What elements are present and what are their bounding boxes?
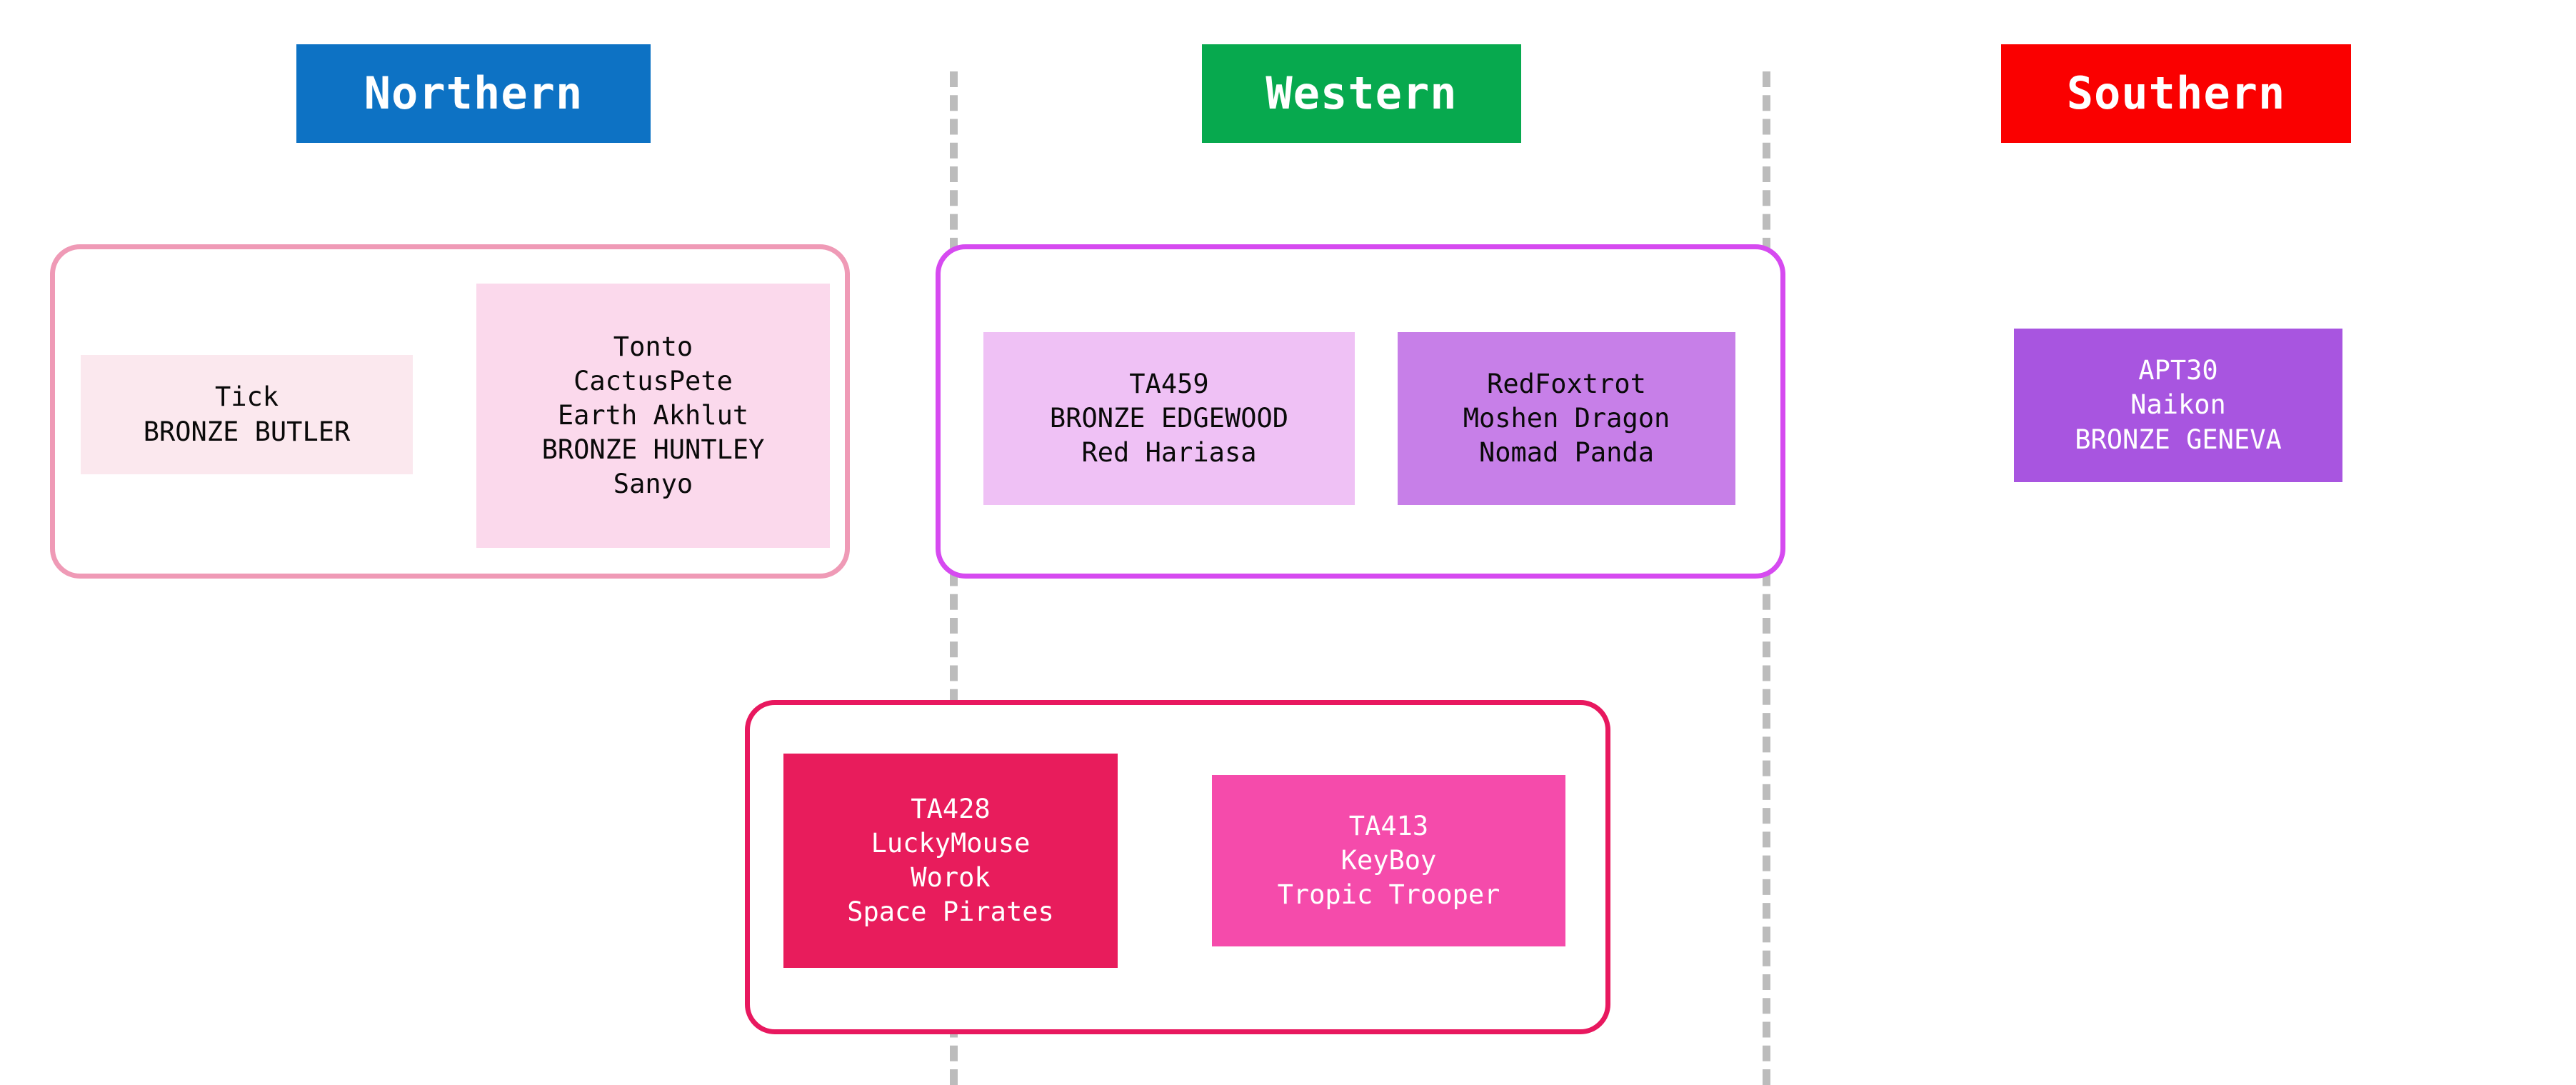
region-header-northern: Northern (296, 44, 651, 143)
actor-name: TA413 (1348, 810, 1429, 841)
actor-name: Nomad Panda (1478, 437, 1655, 469)
actor-name: Moshen Dragon (1463, 402, 1670, 434)
actor-name: BRONZE HUNTLEY (541, 434, 765, 466)
actor-name: BRONZE GENEVA (2075, 424, 2282, 455)
actor-name: Earth Akhlut (557, 399, 749, 431)
actor-name: BRONZE BUTLER (143, 416, 351, 447)
actor-name: LuckyMouse (871, 827, 1031, 859)
actor-name: Tropic Trooper (1277, 879, 1500, 911)
actor-name: KeyBoy (1340, 844, 1437, 876)
actor-name: Tick (214, 381, 279, 413)
actor-name: Sanyo (613, 469, 693, 500)
divider-north-west (950, 71, 958, 1085)
actor-name: CactusPete (573, 365, 733, 396)
actor-name: Red Hariasa (1081, 437, 1257, 469)
actor-name: Tonto (613, 331, 693, 362)
actor-name: Worok (911, 862, 991, 893)
actor-name: TA428 (911, 793, 991, 824)
actor-name: BRONZE EDGEWOOD (1049, 402, 1289, 434)
divider-west-south (1763, 71, 1770, 1085)
actor-name: APT30 (2138, 355, 2218, 386)
actor-name: Space Pirates (847, 896, 1054, 928)
actor-name: TA459 (1129, 368, 1209, 399)
region-header-western: Western (1202, 44, 1521, 143)
region-header-southern: Southern (2001, 44, 2351, 143)
actor-name: RedFoxtrot (1487, 368, 1646, 399)
actor-name: Naikon (2130, 389, 2226, 421)
